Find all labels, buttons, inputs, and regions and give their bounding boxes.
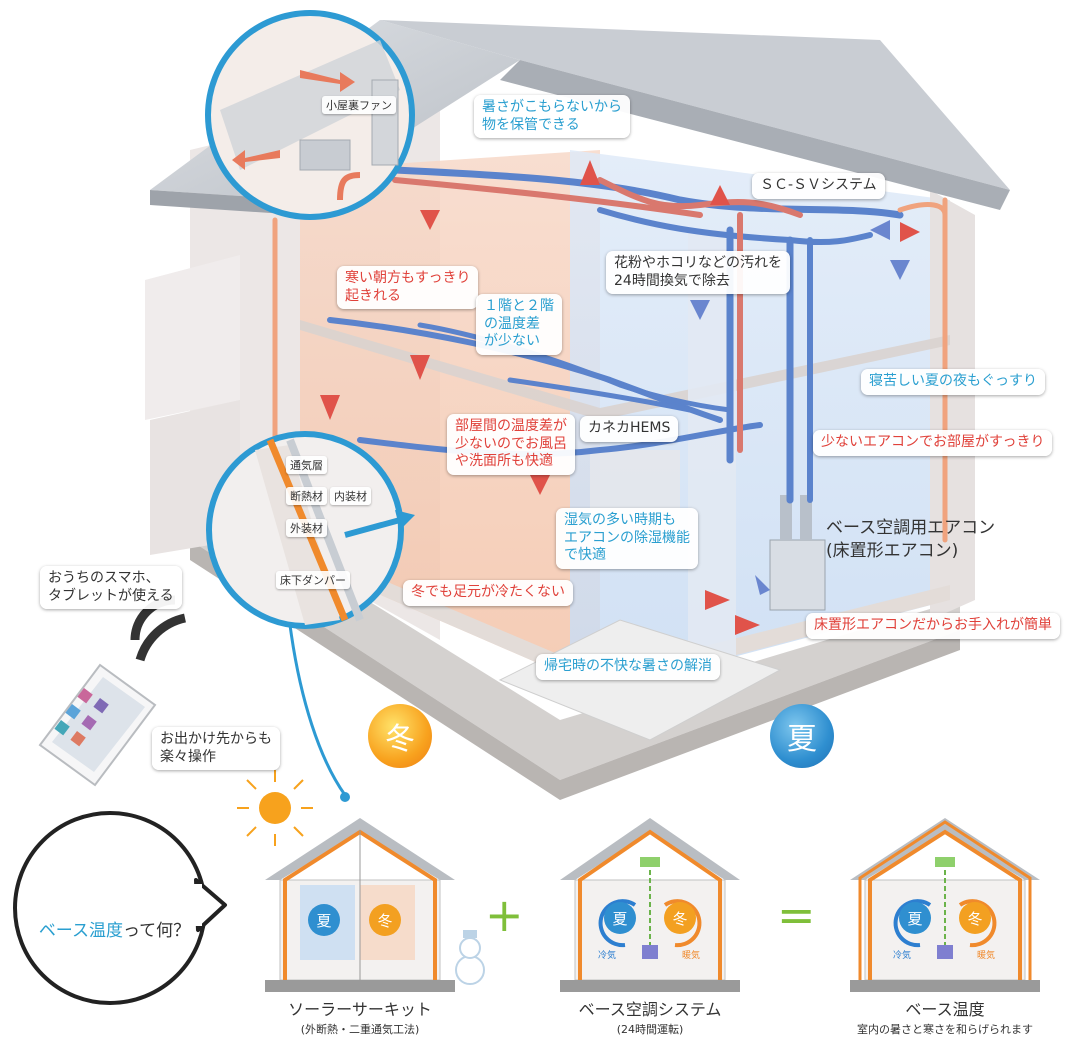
label-remote-op: お出かけ先からも 楽々操作 [152,727,280,770]
summer-badge: 夏 [770,704,834,768]
plus-sign: + [485,888,524,942]
label-warm-feet: 冬でも足元が冷たくない [403,580,573,606]
tag-insulation: 断熱材 [286,487,327,505]
question-highlight: ベース温度 [38,921,123,941]
winter-badge: 冬 [368,704,432,768]
mini-summer-badge-2: 夏 [604,902,636,934]
diagram-solar-circuit [237,770,485,992]
mini-cool-label-1: 冷気 [598,951,617,961]
label-few-aircon: 少ないエアコンでお部屋がすっきり [813,430,1053,456]
label-humid: 湿気の多い時期も エアコンの除湿機能 で快適 [556,508,698,569]
tag-exterior: 外装材 [286,519,327,537]
mini-warm-label-1: 暖気 [682,951,701,961]
mini-summer-badge-1: 夏 [308,904,340,936]
label-room-temp-diff: 部屋間の温度差が 少ないのでお風呂 や洗面所も快適 [447,414,575,475]
label-base-aircon: ベース空調用エアコン (床置形エアコン) [826,518,996,561]
question-rest: って何？ [122,921,191,941]
label-pollen: 花粉やホコリなどの汚れを 24時間換気で除去 [606,251,790,294]
tag-air-layer: 通気層 [286,456,327,474]
tag-interior: 内装材 [330,487,371,505]
mini-winter-badge-3: 冬 [959,902,991,934]
label-floor-aircon-care: 床置形エアコンだからお手入れが簡単 [806,613,1060,639]
question-text: ベース温度って何？ [28,896,190,941]
mini-winter-badge-1: 冬 [369,904,401,936]
label-sc-sv-system: ＳＣ-ＳＶシステム [752,173,885,199]
label-floor-temp-diff: １階と２階 の温度差 が少ない [476,294,562,355]
mini-cool-label-2: 冷気 [893,951,912,961]
label-storage-heat: 暑さがこもらないから 物を保管できる [474,95,630,138]
caption-base-aircon-title: ベース空調システム [578,1000,722,1019]
zoom-circle-attic [205,10,415,220]
diagram-base-aircon [560,818,740,992]
label-summer-sleep: 寝苦しい夏の夜もぐっすり [861,369,1045,395]
airflow-arrows [320,160,920,635]
connector-line [288,624,347,796]
mini-winter-badge-2: 冬 [664,902,696,934]
diagram-base-temperature [850,818,1040,992]
duct-network [272,166,948,603]
label-homecoming: 帰宅時の不快な暑さの解消 [536,654,720,680]
caption-solar-circuit: ソーラーサーキット (外断熱・二重通気工法) [255,996,465,1037]
equals-sign: = [777,888,816,942]
connector-dot [340,792,350,802]
label-hems: カネカHEMS [580,416,679,442]
mini-summer-badge-3: 夏 [899,902,931,934]
caption-base-aircon-subtitle: (24時間運転) [616,1023,684,1036]
tag-floor-damper: 床下ダンパー [276,571,350,589]
smartphone-illustration [38,595,187,787]
label-smartphone: おうちのスマホ、 タブレットが使える [40,566,182,609]
caption-base-temperature-subtitle: 室内の暑さと寒さを和らげられます [857,1023,1033,1036]
label-attic-fan: 小屋裏ファン [322,96,396,114]
caption-base-temperature: ベース温度 室内の暑さと寒さを和らげられます [825,996,1065,1037]
caption-base-aircon: ベース空調システム (24時間運転) [545,996,755,1037]
caption-base-temperature-title: ベース温度 [905,1000,985,1019]
caption-solar-circuit-title: ソーラーサーキット [288,1000,432,1019]
caption-solar-circuit-subtitle: (外断熱・二重通気工法) [300,1023,420,1036]
label-cold-morning: 寒い朝方もすっきり 起きれる [337,266,479,309]
mini-warm-label-2: 暖気 [977,951,996,961]
question-bubble [13,811,227,1005]
